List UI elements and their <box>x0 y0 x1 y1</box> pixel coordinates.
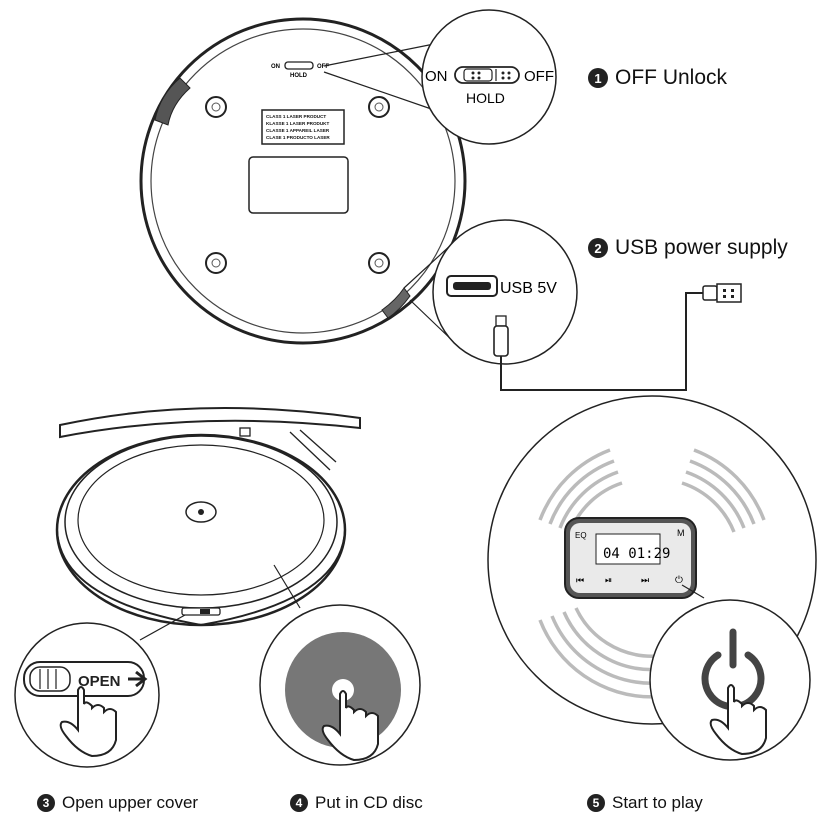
step-4-number: 4 <box>290 794 308 812</box>
display-time: 04 01:29 <box>603 546 670 562</box>
step-4-text: Put in CD disc <box>315 793 423 812</box>
step-1-text: OFF Unlock <box>615 66 728 89</box>
usb-zoom: USB 5V <box>432 219 578 365</box>
step-2-number: 2 <box>588 238 608 258</box>
pointing-hand-icon <box>709 684 767 756</box>
open-button-zoom: OPEN <box>14 622 160 768</box>
hold-on-small: ON <box>271 64 280 70</box>
laser-label-line: KLASSE 1 LASER PRODUKT <box>266 121 329 126</box>
step-2-text: USB power supply <box>615 236 788 259</box>
eq-label: EQ <box>575 531 587 540</box>
hold-switch-zoom: ON OFF HOLD <box>421 9 557 145</box>
pointing-hand-icon <box>321 690 379 762</box>
hold-off-small: OFF <box>317 64 329 70</box>
next-icon: ⏭ <box>641 575 649 585</box>
hold-label-small: HOLD <box>290 73 308 79</box>
usb-port-label: USB 5V <box>500 280 557 297</box>
laser-label-line: CLASSE 1 APPAREIL LASER <box>266 128 330 133</box>
step-5-number: 5 <box>587 794 605 812</box>
hold-on-label: ON <box>425 68 448 85</box>
open-button-label: OPEN <box>78 673 121 690</box>
usb-a-plug-head <box>716 283 742 303</box>
step-1-number: 1 <box>588 68 608 88</box>
usb-a-plug-body <box>702 285 718 301</box>
prev-icon: ⏮ <box>576 575 584 585</box>
step-3-text: Open upper cover <box>62 793 199 812</box>
step-1-label: 1 OFF Unlock <box>588 66 727 90</box>
power-button-zoom <box>649 599 811 761</box>
laser-label-line: CLASS 1 LASER PRODUCT <box>266 114 326 119</box>
laser-label-line: CLASE 1 PRODUCTO LASER <box>266 135 330 140</box>
step-3-number: 3 <box>37 794 55 812</box>
step-3-label: 3 Open upper cover <box>37 793 198 813</box>
hold-off-label: OFF <box>524 68 554 85</box>
step-2-label: 2 USB power supply <box>588 236 788 260</box>
step-5-label: 5 Start to play <box>587 793 703 813</box>
hold-label: HOLD <box>466 90 505 106</box>
open-player-illustration <box>55 407 361 627</box>
mode-label: M <box>677 528 685 538</box>
step-5-text: Start to play <box>612 793 703 812</box>
pointing-hand-icon <box>59 686 117 758</box>
step-4-label: 4 Put in CD disc <box>290 793 423 813</box>
power-icon-small: ⏻ <box>675 575 683 586</box>
play-pause-icon: ⏯ <box>605 575 612 585</box>
cd-disc-zoom <box>259 604 421 766</box>
device-bottom-view: CLASS 1 LASER PRODUCT KLASSE 1 LASER PRO… <box>139 17 467 345</box>
